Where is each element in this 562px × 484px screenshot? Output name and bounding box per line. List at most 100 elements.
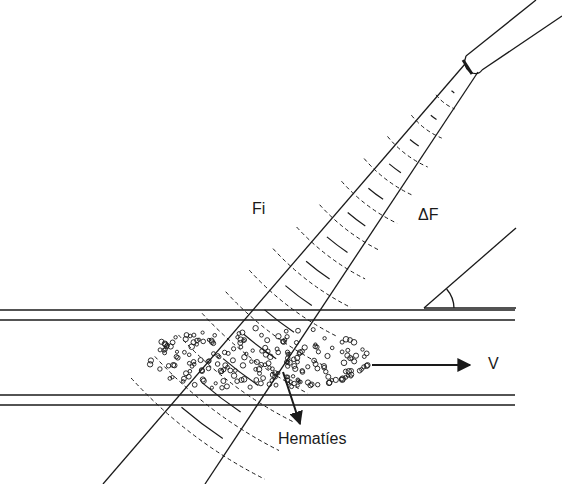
red-cell: [316, 383, 320, 387]
red-cell: [339, 377, 343, 381]
red-cell: [284, 329, 288, 333]
red-cell: [254, 378, 259, 383]
red-cell: [266, 361, 271, 366]
reflected-wave: [364, 159, 413, 196]
red-cell: [230, 358, 235, 363]
red-cell: [198, 358, 203, 363]
red-cell: [216, 354, 220, 358]
red-cell: [267, 382, 272, 387]
red-cell: [197, 338, 200, 341]
emitted-wave: [244, 334, 276, 359]
emitted-wave: [265, 310, 294, 332]
red-cell: [213, 334, 217, 338]
vessel-wall: [0, 394, 515, 395]
red-cell: [250, 360, 254, 364]
red-cell: [183, 350, 187, 354]
red-cell: [315, 366, 320, 371]
red-cell: [293, 366, 298, 371]
red-cell: [259, 362, 264, 367]
red-cell: [270, 372, 275, 377]
red-cell: [286, 352, 290, 356]
red-cell: [268, 366, 271, 369]
red-cell: [251, 349, 254, 352]
red-cell: [270, 379, 274, 383]
emitted-wave: [327, 237, 348, 253]
red-cell: [162, 348, 166, 352]
red-cell: [181, 380, 185, 384]
red-cell: [190, 365, 194, 369]
reflected-wave: [342, 181, 398, 223]
emitted-wave: [202, 383, 240, 412]
red-cell: [296, 360, 300, 364]
beam-edge: [205, 72, 478, 484]
red-cell: [351, 340, 357, 346]
red-cell: [300, 370, 305, 375]
red-cell: [294, 341, 298, 345]
red-cell: [200, 369, 205, 374]
red-cell: [297, 379, 300, 382]
red-cell: [158, 348, 162, 352]
reflected-wave: [320, 205, 381, 251]
red-cell: [226, 365, 230, 369]
red-cell: [174, 336, 177, 339]
red-cell: [349, 369, 354, 374]
red-cell: [199, 368, 204, 373]
emitted-wave: [285, 286, 311, 306]
red-cell: [239, 345, 243, 349]
red-cell: [166, 364, 170, 368]
red-cell: [260, 333, 264, 337]
red-cell: [237, 332, 241, 336]
red-cell: [296, 384, 299, 387]
red-cell: [346, 348, 350, 352]
red-cell: [242, 338, 247, 343]
red-cell: [296, 328, 301, 333]
reflected-wave: [297, 227, 366, 279]
red-cell: [201, 339, 206, 344]
red-cell: [254, 367, 258, 371]
red-cell: [236, 336, 239, 339]
red-cell: [211, 341, 216, 346]
red-cell: [353, 353, 358, 358]
reflected-wave: [155, 356, 279, 450]
red-cell: [276, 350, 281, 355]
red-cell: [325, 353, 330, 358]
red-cell: [285, 356, 290, 361]
red-cell: [286, 364, 290, 368]
red-cell: [326, 374, 331, 379]
red-cell: [224, 384, 229, 389]
wavefronts: [131, 91, 455, 479]
red-cell: [206, 359, 210, 363]
red-cell: [340, 350, 344, 354]
red-cell: [206, 366, 210, 370]
red-cell: [222, 368, 226, 372]
red-cell: [330, 346, 334, 350]
red-cell: [183, 337, 188, 342]
emitted-wave: [389, 164, 401, 173]
red-cell: [364, 363, 369, 368]
emitted-wave: [182, 407, 223, 438]
red-cell: [158, 367, 162, 371]
velocity-arrow: [372, 364, 470, 366]
vessel-wall: [0, 309, 515, 310]
red-cell: [296, 378, 300, 382]
red-cell: [311, 328, 315, 332]
red-cell: [283, 338, 287, 342]
red-cell: [333, 377, 338, 382]
probe-crystal: [463, 60, 472, 74]
red-cell: [222, 350, 226, 354]
red-cell: [289, 380, 293, 384]
red-cell: [316, 350, 320, 354]
wave-label: ΔF: [416, 206, 440, 224]
red-cell: [324, 370, 328, 374]
vessel-wall: [0, 319, 515, 320]
red-cell: [215, 362, 220, 367]
red-cell: [187, 353, 191, 357]
emitted-wave: [348, 213, 366, 226]
emitted-wave: [410, 140, 419, 147]
red-cell: [265, 338, 270, 343]
red-cell: [266, 349, 270, 353]
red-cell: [240, 363, 245, 368]
wave-label: Fi: [250, 200, 267, 218]
angle-symbol: [424, 228, 516, 308]
red-cell: [242, 339, 245, 342]
